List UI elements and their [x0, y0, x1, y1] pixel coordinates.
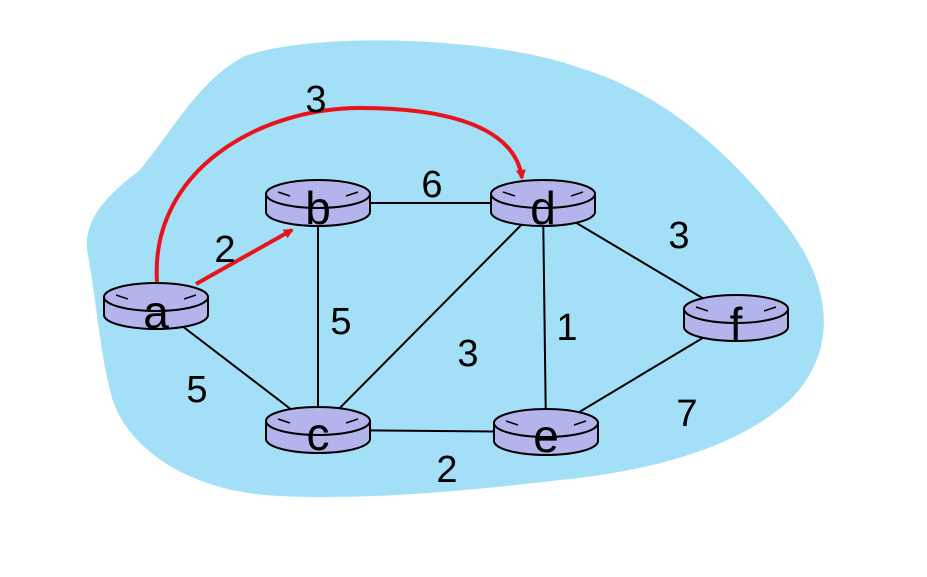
router-icon-detail [505, 420, 587, 426]
weight-a-b: 2 [214, 229, 235, 271]
routers-layer [103, 179, 789, 456]
router-icon-detail [502, 191, 584, 197]
router-icon-detail [115, 294, 197, 300]
router-b[interactable] [265, 179, 371, 227]
weight-a-c: 5 [186, 369, 207, 411]
router-e[interactable] [493, 408, 599, 456]
node-label-a: a [143, 286, 169, 338]
router-icon-detail [695, 306, 777, 312]
router-top [490, 179, 596, 209]
node-label-e: e [533, 410, 559, 462]
network-cloud [86, 40, 824, 498]
node-label-f: f [730, 298, 743, 350]
router-d[interactable] [490, 179, 596, 227]
node-label-c: c [307, 408, 330, 460]
router-icon-detail [277, 191, 359, 197]
router-top [103, 282, 209, 312]
link-c-d [317, 202, 544, 431]
router-a[interactable] [103, 282, 209, 330]
router-top [683, 294, 789, 324]
link-a-d-highlighted [154, 105, 526, 283]
router-top [265, 179, 371, 209]
weight-d-e: 1 [556, 307, 577, 349]
node-label-d: d [530, 182, 556, 234]
router-icon-detail [277, 418, 359, 424]
weight-a-d: 3 [305, 79, 326, 121]
router-top [265, 406, 371, 436]
router-top [493, 408, 599, 438]
weight-c-d: 3 [457, 333, 478, 375]
weight-e-f: 7 [676, 393, 697, 435]
weight-b-d: 6 [421, 164, 442, 206]
weight-labels: 2 5 3 5 6 3 2 1 3 7 [186, 79, 697, 491]
weight-d-f: 3 [668, 215, 689, 257]
node-label-b: b [305, 182, 331, 234]
weight-c-e: 2 [436, 449, 457, 491]
link-a-b-highlighted [195, 228, 294, 286]
weight-b-c: 5 [330, 301, 351, 343]
link-d-e [542, 202, 547, 433]
node-labels: a b c d e f [143, 182, 742, 462]
router-f[interactable] [683, 294, 789, 342]
highlighted-path [154, 105, 526, 286]
router-c[interactable] [265, 406, 371, 454]
